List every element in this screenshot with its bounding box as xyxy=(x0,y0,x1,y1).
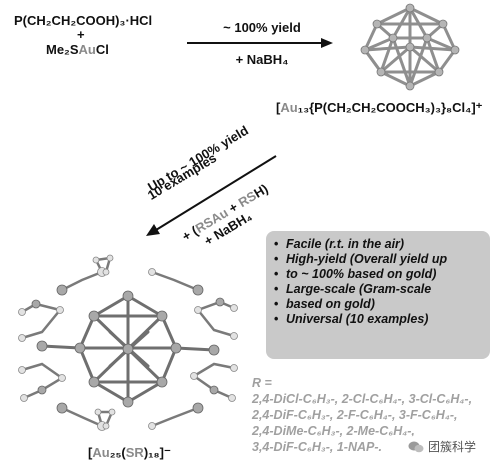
r-group-line: 2,4-DiF-C₆H₃-, 2-F-C₆H₄-, 3-F-C₆H₄-, xyxy=(252,408,458,422)
r-group-header: R = xyxy=(252,376,272,390)
plus-sign: + xyxy=(77,27,85,42)
reactant-me2saucl: Me₂SAuCl xyxy=(46,42,109,57)
wechat-icon xyxy=(408,441,424,452)
feature-high-yield: High-yield (Overall yield up xyxy=(274,252,482,267)
features-panel: Facile (r.t. in the air) High-yield (Ove… xyxy=(266,231,490,359)
watermark: 团簇科学 xyxy=(404,436,481,457)
feature-high-yield-cont: to ~ 100% based on gold) xyxy=(274,267,482,282)
top-reaction-arrow xyxy=(187,38,333,48)
phosphine-formula: P(CH₂CH₂COOH)₃·HCl xyxy=(14,13,153,28)
r-group-list: R = 2,4-DiCl-C₆H₃-, 2-Cl-C₆H₄-, 3-Cl-C₆H… xyxy=(252,375,472,455)
au25-cluster-structure xyxy=(18,254,238,431)
top-arrow-label-above: ~ 100% yield xyxy=(223,20,301,35)
au25-label: [Au₂₅(SR)₁₈]⁻ xyxy=(88,445,171,460)
r-group-line: 3,4-DiF-C₆H₃-, 1-NAP-. xyxy=(252,440,382,454)
watermark-text: 团簇科学 xyxy=(428,440,477,454)
feature-facile: Facile (r.t. in the air) xyxy=(274,237,482,252)
diagonal-reaction-arrow xyxy=(146,155,277,236)
reactant-phosphine: P(CH₂CH₂COOH)₃·HCl xyxy=(14,14,152,27)
r-group-line: 2,4-DiMe-C₆H₃-, 2-Me-C₆H₄-, xyxy=(252,424,415,438)
au-highlight: Au xyxy=(78,42,96,57)
feature-large-scale-cont: based on gold) xyxy=(274,297,482,312)
r-group-line: 2,4-DiCl-C₆H₃-, 2-Cl-C₆H₄-, 3-Cl-C₆H₄-, xyxy=(252,392,473,406)
top-arrow-label-below: + NaBH₄ xyxy=(235,52,289,67)
au-highlight: Au xyxy=(280,100,298,115)
feature-universal: Universal (10 examples) xyxy=(274,312,482,327)
au13-cluster-structure xyxy=(360,3,460,91)
sr-highlight: SR xyxy=(125,445,144,460)
au13-label: [Au₁₃{P(CH₂CH₂COOCH₃)₃}₈Cl₄]⁺ xyxy=(276,100,483,115)
feature-large-scale: Large-scale (Gram-scale xyxy=(274,282,482,297)
au-highlight: Au xyxy=(92,445,110,460)
